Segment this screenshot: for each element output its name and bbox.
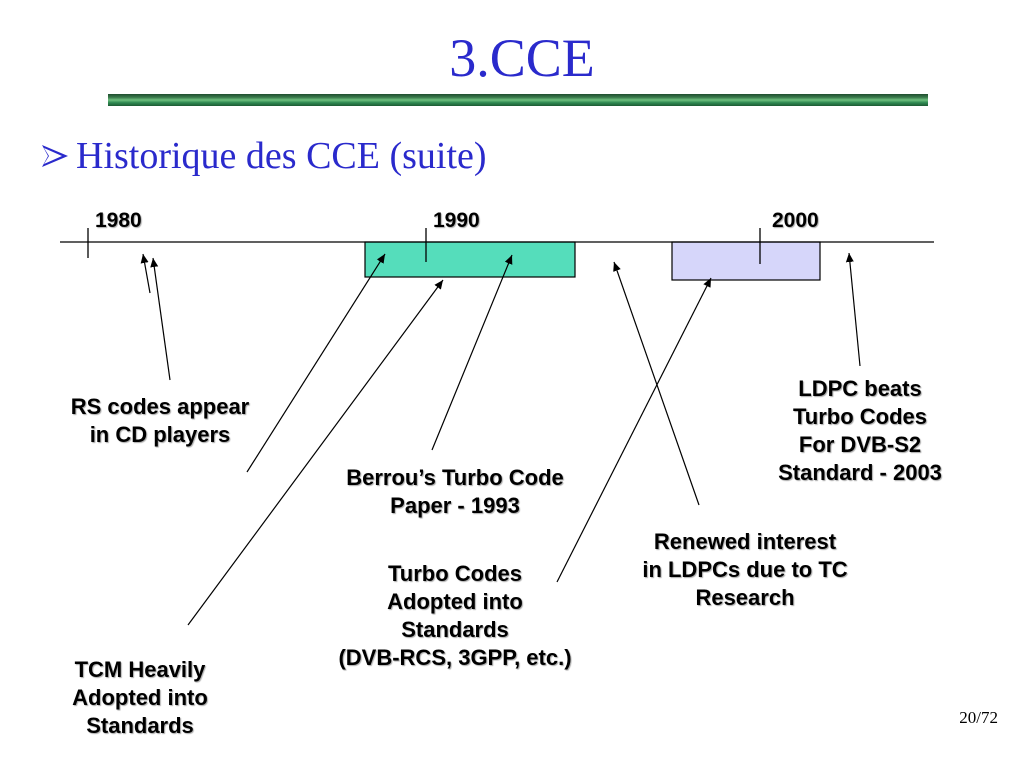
arrow-ldpc-beats [845,252,861,367]
arrow-rs-to-box [246,253,386,473]
event-ldpc-renewed: Renewed interest in LDPCs due to TC Rese… [642,529,848,610]
bullet-line: Historique des CCE (suite) [40,132,487,180]
event-berrou: Berrou’s Turbo Code Paper - 1993 [346,465,564,518]
arrow-rs-1 [140,253,151,294]
arrow-bullet-icon [42,145,68,167]
event-ldpc-beats: LDPC beats Turbo Codes For DVB-S2 Standa… [778,376,942,485]
slide-title: 3.CCE [449,28,595,88]
arrow-rs-2 [150,257,171,381]
arrow-turbo-standards [556,277,712,583]
year-label-1990: 1990 [433,209,480,232]
year-label-2000: 2000 [772,209,819,232]
arrow-renewed-ldpc [613,261,700,506]
title-divider [108,94,928,106]
year-label-1980: 1980 [95,209,142,232]
event-turbo-standards: Turbo Codes Adopted into Standards (DVB-… [338,561,572,670]
bullet-heading: Historique des CCE (suite) [76,135,487,177]
arrow-berrou [431,254,513,451]
ldpc-period-box [671,241,821,281]
event-tcm: TCM Heavily Adopted into Standards [72,657,208,738]
page-number: 20/72 [959,708,998,727]
arrow-tcm [187,279,444,626]
turbo-codes-period-box [364,241,576,278]
event-rs-codes: RS codes appear in CD players [70,394,250,447]
